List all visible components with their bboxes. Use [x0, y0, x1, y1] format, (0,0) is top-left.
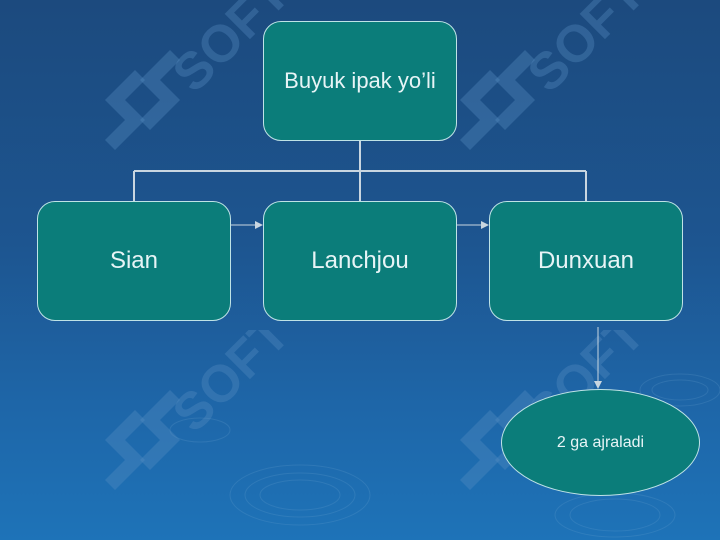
- node-sian: Sian: [37, 201, 231, 321]
- node-lanchjou-label: Lanchjou: [311, 247, 409, 274]
- node-sian-label: Sian: [109, 247, 159, 274]
- node-dunxuan: Dunxuan: [489, 201, 683, 321]
- node-root: Buyuk ipak yo’li: [263, 21, 457, 141]
- node-lanchjou: Lanchjou: [263, 201, 457, 321]
- node-branch-ellipse: 2 ga ajraladi: [501, 389, 700, 496]
- node-root-label: Buyuk ipak yo’li: [284, 68, 436, 93]
- node-dunxuan-label: Dunxuan: [537, 247, 635, 274]
- node-branch-label: 2 ga ajraladi: [556, 433, 645, 451]
